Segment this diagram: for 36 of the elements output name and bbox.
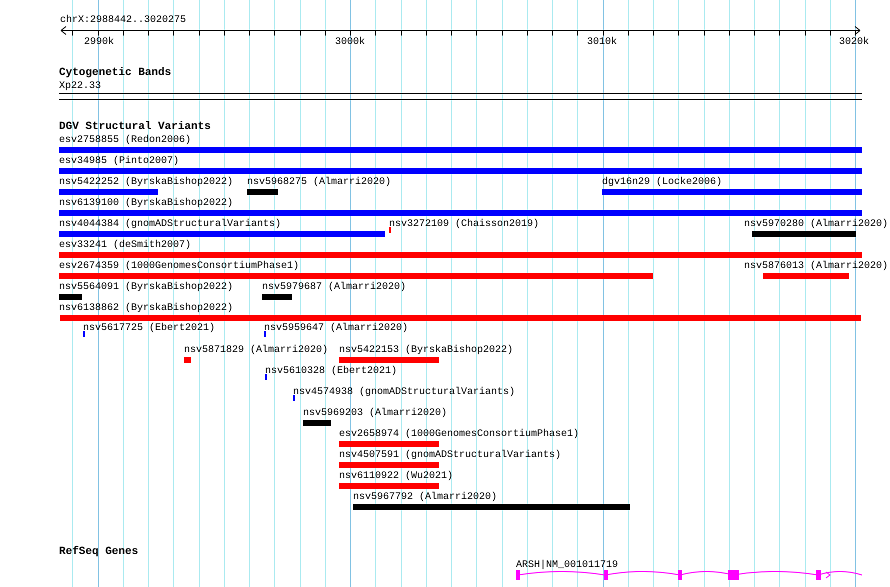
track-title: Cytogenetic Bands [59,68,172,79]
track-title: RefSeq Genes [59,547,138,558]
variant-label: nsv4507591 (gnomADStructuralVariants) [339,450,562,461]
variant-label: nsv5610328 (Ebert2021) [265,366,398,377]
variant-label: nsv6110922 (Wu2021) [339,471,454,482]
variant-label: nsv5970280 (Almarri2020) [744,219,888,230]
variant-label: nsv5979687 (Almarri2020) [262,282,406,293]
variant-label: nsv3272109 (Chaisson2019) [389,219,540,230]
variant-label: esv34985 (Pinto2007) [59,156,180,167]
variant-label: nsv5968275 (Almarri2020) [247,177,392,188]
variant-label: nsv5871829 (Almarri2020) [184,345,328,356]
variant-label: nsv5967792 (Almarri2020) [353,492,498,503]
variant-label: nsv5422252 (ByrskaBishop2022) [59,177,234,188]
tick-label: 3000k [335,37,366,48]
variant-label: nsv5617725 (Ebert2021) [83,323,216,334]
variant-label: esv2674359 (1000GenomesConsortiumPhase1) [59,261,300,272]
variant-label: nsv5422153 (ByrskaBishop2022) [339,345,514,356]
variant-label: nsv5564091 (ByrskaBishop2022) [59,282,234,293]
variant-label: nsv4574938 (gnomADStructuralVariants) [293,387,516,398]
variant-label: nsv4044384 (gnomADStructuralVariants) [59,219,282,230]
tick-label: 2990k [84,37,114,48]
tick-label: 3020k [839,37,870,48]
variant-label: nsv5876013 (Almarri2020) [744,261,888,272]
variant-label: esv2658974 (1000GenomesConsortiumPhase1) [339,429,580,440]
variant-label: nsv6138862 (ByrskaBishop2022) [59,303,234,314]
variant-label: nsv5959647 (Almarri2020) [264,323,408,334]
gene-label: ARSH|NM_001011719 [516,560,618,571]
variant-label: nsv5969203 (Almarri2020) [303,408,448,419]
variant-label: dgv16n29 (Locke2006) [602,177,722,188]
cytoband-label: Xp22.33 [59,81,102,92]
tick-label: 3010k [587,37,618,48]
variant-label: nsv6139100 (ByrskaBishop2022) [59,198,234,209]
variant-label: esv2758855 (Redon2006) [59,135,192,146]
variant-label: esv33241 (deSmith2007) [59,240,192,251]
track-title: DGV Structural Variants [59,122,211,133]
coord-range-label: chrX:2988442..3020275 [60,15,186,26]
